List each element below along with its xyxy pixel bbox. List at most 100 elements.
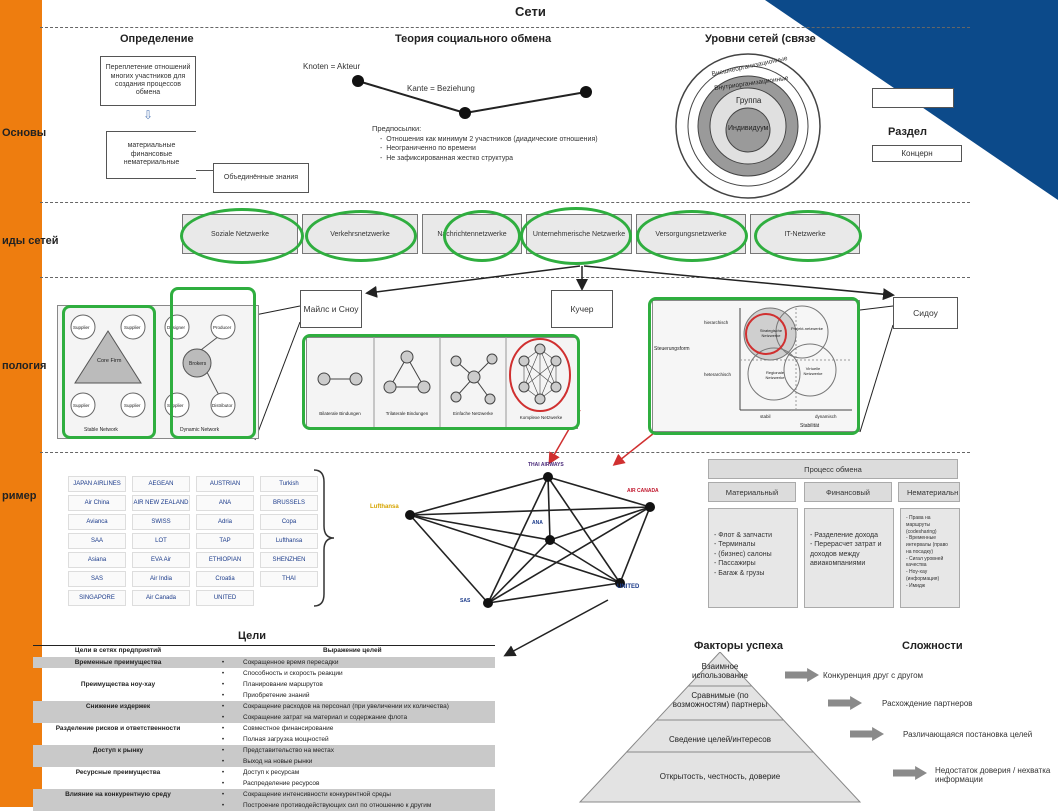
premises-title: Предпосылки: <box>372 124 422 133</box>
pyramid-level: Открытость, честность, доверие <box>659 772 781 781</box>
exchange-graph <box>352 75 592 119</box>
bullet: • <box>221 791 225 798</box>
definition-list-item: материальные <box>127 142 176 150</box>
bullet: • <box>221 758 225 765</box>
table-row: Ресурсные преимущества•Доступ к ресурсам <box>33 767 495 778</box>
exchange-item: - (бизнес) салоны <box>714 550 772 558</box>
separator-line <box>40 452 970 453</box>
goal-cell: Доступ к рынку <box>92 747 144 754</box>
bullet: • <box>221 714 225 721</box>
separator-line <box>40 27 970 28</box>
goal-expression-cell: Выход на новые рынки <box>243 758 313 765</box>
highlight-frame <box>170 287 256 439</box>
bullet: • <box>221 703 225 710</box>
goal-expression-cell: Полная загрузка мощностей <box>243 736 329 743</box>
right-arrow-icon <box>828 696 862 710</box>
row-label-vidy: иды сетей <box>2 235 59 247</box>
exchange-item: - Ноу-хау (информация) <box>906 569 940 582</box>
table-row: •Способность и скорость реакции <box>33 668 495 679</box>
exchange-item: - Права на маршруты (codesharing) <box>906 515 937 535</box>
sydow-axis-y: Steuerungsform <box>654 346 690 352</box>
airline-logo: Air Canada <box>132 590 190 606</box>
ring-label-individual: Индивидуум <box>728 125 769 132</box>
table-row: Доступ к рынку • Представительство на мест… <box>33 745 495 756</box>
premise-item: - Отношения как минимум 2 участников (ди… <box>380 136 598 143</box>
difficulty-item: Недостаток доверия / нехватка информации <box>935 766 1051 785</box>
highlight-frame <box>302 334 580 430</box>
goal-expression-cell: Построение противодействующих сил по отн… <box>243 802 432 809</box>
airline-logo: Croatia <box>196 571 254 587</box>
airline-logo: SWISS <box>132 514 190 530</box>
graph-label-sas: SAS <box>460 598 471 604</box>
table-row: Снижение издержек•Сокращение расходов на… <box>33 701 495 712</box>
goal-expression-cell: Распределение ресурсов <box>243 780 320 787</box>
exchange-col-head: Материальный <box>708 482 796 502</box>
bullet: • <box>221 769 225 776</box>
exchange-item: - Пассажиры <box>714 560 756 568</box>
pyramid-level: Сравнимые (по возможностям) партнеры <box>672 691 768 709</box>
exchange-item: - Имидж <box>906 582 926 589</box>
airline-logo: SHENZHEN <box>260 552 318 568</box>
table-row: •Сокращение затрат на материал и содержа… <box>33 712 495 723</box>
kucher-diagram <box>317 337 571 427</box>
goal-cell: Временные преимущества <box>74 659 162 666</box>
airline-logo: Adria <box>196 514 254 530</box>
sydow-het: heterarchisch <box>704 372 732 377</box>
exchange-item: - Сигал уровней качества <box>906 555 944 569</box>
airline-logo: SAA <box>68 533 126 549</box>
highlight-oval <box>305 210 417 262</box>
goal-expression-cell: Сокращение интенсивности конкурентной ср… <box>243 791 391 798</box>
goal-expression-cell: Представительство на местах <box>243 747 335 754</box>
exchange-item: - Разделение дохода <box>810 532 878 539</box>
author-box-kucher: Кучер <box>551 290 613 328</box>
airline-logo: Lufthansa <box>260 533 318 549</box>
goal-expression-cell: Способность и скорость реакции <box>243 670 343 677</box>
success-title: Факторы успеха <box>694 640 783 652</box>
sydow-diagram <box>739 305 852 411</box>
right-arrow-icon <box>850 727 884 741</box>
airline-logo: SAS <box>68 571 126 587</box>
bullet: • <box>221 736 225 743</box>
exchange-item: - Временные интервалы (право на посадку) <box>906 535 948 555</box>
producer-label: Producer <box>213 325 232 330</box>
table-row: • Построение противодействующих сил по от… <box>33 800 495 811</box>
node-label: Knoten = Akteur <box>303 62 361 71</box>
miles-snow-diagram <box>70 314 236 418</box>
airline-logo: TAP <box>196 533 254 549</box>
table-row: Временные преимущества•Сокращенное время… <box>33 657 495 668</box>
exchange-item: - Перерасчет затрат и доходов между авиа… <box>810 541 882 568</box>
bullet: • <box>221 681 225 688</box>
exchange-col-head: Финансовый <box>804 482 892 502</box>
separator-line <box>40 277 970 278</box>
pyramid-level: Сведение целей/интересов <box>669 735 771 744</box>
table-rule <box>33 645 495 646</box>
difficulty-item: Различающаяся постановка целей <box>903 730 1033 739</box>
row-label-primer: ример <box>2 490 37 502</box>
level-box <box>872 88 954 108</box>
right-arrow-icon <box>893 766 927 780</box>
bullet: • <box>221 802 225 809</box>
premise-item: - Неограниченно по времени <box>380 145 476 153</box>
airline-logo: Turkish <box>260 476 318 492</box>
highlight-oval <box>636 210 748 262</box>
bullet: • <box>221 747 225 754</box>
kucher-caption: Bilaterale Bindungen <box>319 411 361 416</box>
levels-title: Уровни сетей (связе <box>705 33 816 45</box>
kucher-caption: Komplexe Netzwerke <box>519 415 563 420</box>
supplier-label: Supplier <box>124 325 141 330</box>
exchange-immaterial-list: - Права на маршруты (codesharing) - Врем… <box>900 508 960 608</box>
airline-logo: Air India <box>132 571 190 587</box>
goals-head-right: Выражение целей <box>323 647 382 654</box>
definition-list-item: финансовые <box>130 150 173 158</box>
airline-logo: Copa <box>260 514 318 530</box>
highlight-frame <box>648 297 860 435</box>
sydow-axis-x: Stabilität <box>800 423 820 429</box>
table-row: Влияние на конкурентную среду•Сокращение… <box>33 789 495 800</box>
table-row: Преимущества ноу-хау•Планирование маршру… <box>33 679 495 690</box>
separator-line <box>40 202 970 203</box>
goal-expression-cell: Доступ к ресурсам <box>243 769 300 776</box>
highlight-oval <box>180 208 304 264</box>
down-arrow-icon: ⇩ <box>143 108 154 122</box>
supplier-label: Supplier <box>73 325 90 330</box>
exchange-item: - Флот & запчасти <box>714 532 773 539</box>
